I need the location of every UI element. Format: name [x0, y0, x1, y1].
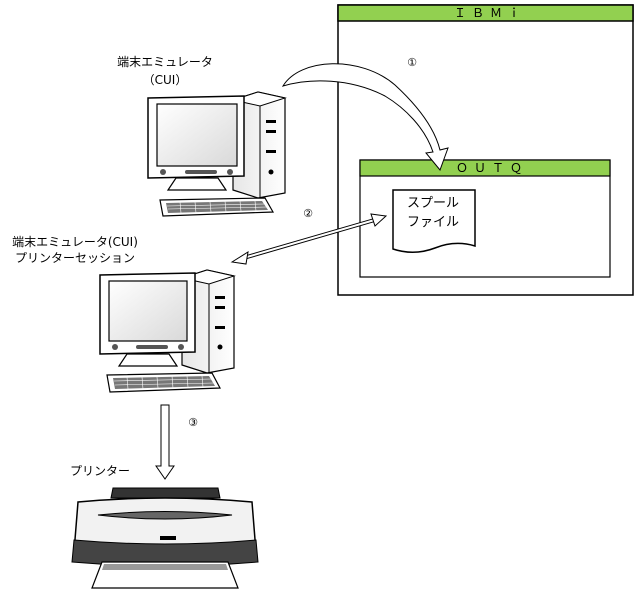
terminal-top-label-line2: （CUI） [143, 73, 188, 87]
ibmi-title: ＩＢＭｉ [454, 6, 526, 20]
computer-top [147, 91, 287, 217]
printer-icon [71, 487, 259, 589]
document-shape [392, 189, 476, 253]
spool-file-label-line2: ファイル [407, 215, 459, 230]
ibmi-header-bar [337, 4, 634, 22]
spool-file-label-line1: スプール [407, 196, 459, 211]
monitor-screen [156, 103, 238, 167]
monitor [99, 272, 196, 367]
tower-case [231, 91, 287, 199]
printer-label: プリンター [70, 464, 130, 478]
step2-number: ② [303, 207, 313, 220]
step3-number: ③ [188, 416, 198, 429]
terminal-top-label-line1: 端末エミュレータ [117, 55, 213, 69]
step2-double-arrow [230, 213, 388, 265]
keyboard [159, 197, 275, 217]
monitor-screen [108, 280, 188, 342]
printer-paper-tray [110, 487, 221, 499]
step1-curved-arrow [281, 63, 449, 171]
outq-box: ＯＵＴＱ [359, 159, 611, 278]
monitor [147, 95, 245, 191]
terminal-printer-label-line2: プリンターセッション [15, 251, 135, 265]
outq-title: ＯＵＴＱ [456, 161, 528, 175]
step3-down-arrow [155, 404, 175, 480]
spool-file-document: スプール ファイル [392, 189, 476, 253]
outq-header-bar [359, 159, 611, 177]
terminal-printer-label-line1: 端末エミュレータ(CUI) [12, 235, 138, 249]
step1-number: ① [407, 56, 417, 69]
computer-printer-session [99, 269, 236, 393]
keyboard [106, 372, 221, 393]
